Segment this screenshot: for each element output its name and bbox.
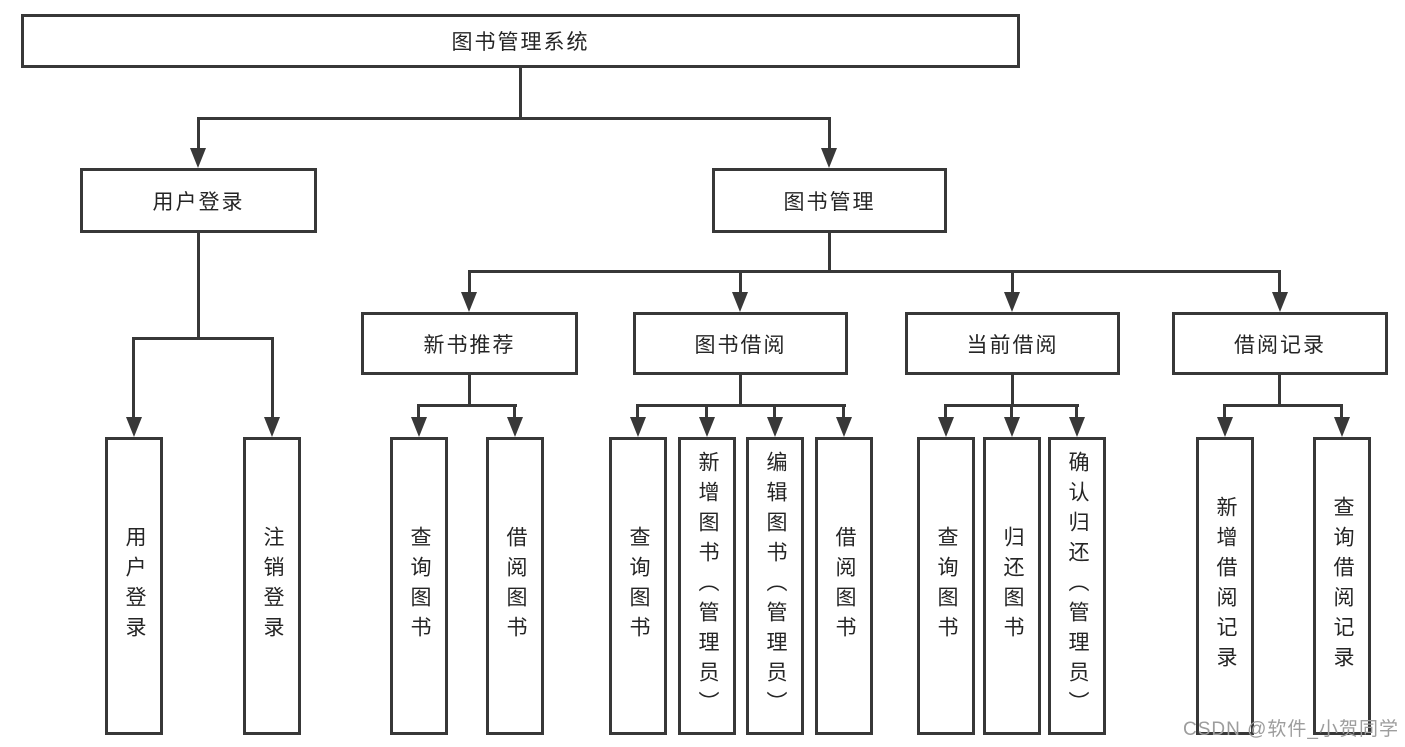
arrow-down-icon [1217,417,1233,437]
arrow-down-icon [836,417,852,437]
leaf-borrow-books-recommend: 借阅图书 [486,437,544,735]
arrow-down-icon [938,417,954,437]
leaf-query-books-recommend: 查询图书 [390,437,448,735]
connector-line [197,117,831,120]
connector-line [739,375,742,407]
connector-line [1278,270,1281,294]
leaf-user-login: 用户登录 [105,437,163,735]
connector-line [828,233,831,273]
leaf-query-borrow-record: 查询借阅记录 [1313,437,1371,735]
connector-line [1011,270,1014,294]
arrow-down-icon [630,417,646,437]
connector-line [132,337,274,340]
connector-line [828,117,831,150]
arrow-down-icon [411,417,427,437]
node-book-borrowing: 图书借阅 [633,312,848,375]
connector-line [1011,375,1014,407]
arrow-down-icon [1069,417,1085,437]
connector-line [197,233,200,340]
arrow-down-icon [1004,417,1020,437]
connector-line [636,404,639,419]
leaf-confirm-return-admin: 确认归还（管理员） [1048,437,1106,735]
leaf-edit-books-admin: 编辑图书（管理员） [746,437,804,735]
connector-line [417,404,517,407]
connector-line [468,270,471,294]
arrow-down-icon [461,292,477,312]
arrow-down-icon [699,417,715,437]
node-borrowing-records: 借阅记录 [1172,312,1388,375]
connector-line [1075,404,1078,419]
connector-line [636,404,846,407]
connector-line [739,270,742,294]
arrow-down-icon [1334,417,1350,437]
connector-line [417,404,420,419]
connector-line [705,404,708,419]
connector-line [1223,404,1226,419]
connector-line [773,404,776,419]
arrow-down-icon [264,417,280,437]
leaf-add-borrow-record: 新增借阅记录 [1196,437,1254,735]
node-library-management-system: 图书管理系统 [21,14,1020,68]
arrow-down-icon [126,417,142,437]
leaf-return-books: 归还图书 [983,437,1041,735]
connector-line [944,404,947,419]
connector-line [468,375,471,407]
connector-line [1278,375,1281,407]
connector-line [197,117,200,150]
connector-line [513,404,516,419]
node-book-management: 图书管理 [712,168,947,233]
arrow-down-icon [1272,292,1288,312]
node-user-login: 用户登录 [80,168,317,233]
leaf-query-books-current: 查询图书 [917,437,975,735]
connector-line [271,337,274,419]
arrow-down-icon [190,148,206,168]
arrow-down-icon [732,292,748,312]
csdn-watermark: CSDN @软件_小贺同学 [1183,719,1399,740]
connector-line [1340,404,1343,419]
arrow-down-icon [1004,292,1020,312]
connector-line [519,68,522,120]
arrow-down-icon [821,148,837,168]
arrow-down-icon [767,417,783,437]
leaf-add-books-admin: 新增图书（管理员） [678,437,736,735]
arrow-down-icon [507,417,523,437]
connector-line [842,404,845,419]
node-current-borrowing: 当前借阅 [905,312,1120,375]
leaf-logout: 注销登录 [243,437,301,735]
connector-line [1010,404,1013,419]
connector-line [468,270,1281,273]
leaf-borrow-books: 借阅图书 [815,437,873,735]
connector-line [132,337,135,419]
node-new-book-recommendation: 新书推荐 [361,312,578,375]
connector-line [1223,404,1343,407]
leaf-query-books-borrowing: 查询图书 [609,437,667,735]
